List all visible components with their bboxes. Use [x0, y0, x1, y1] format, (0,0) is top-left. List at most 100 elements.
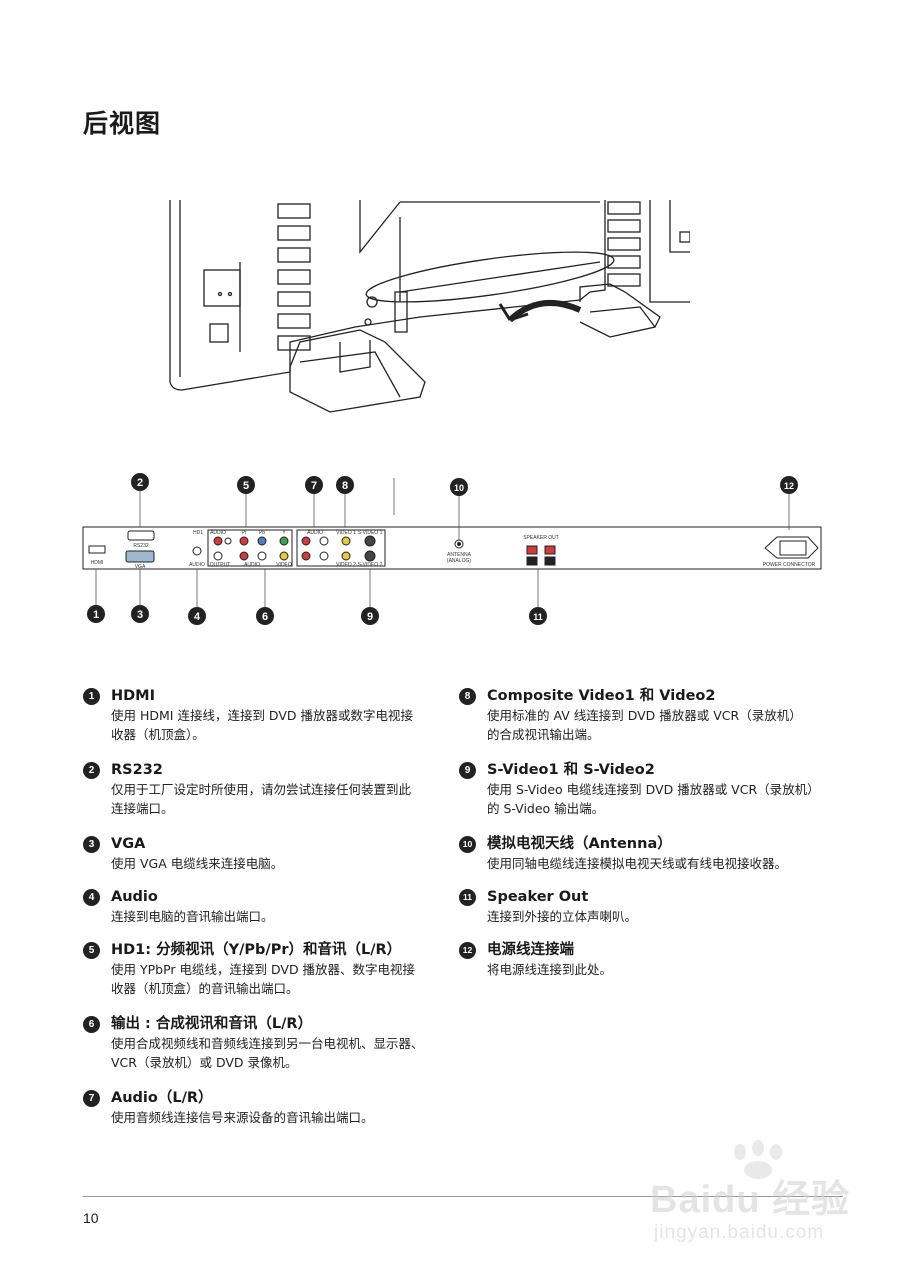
entry-title: 模拟电视天线（Antenna）: [487, 836, 672, 852]
pr-label: Pr: [242, 530, 247, 536]
entry-description-line: 使用同轴电缆线连接模拟电视天线或有线电视接收器。: [487, 856, 788, 871]
page-title: 后视图: [83, 109, 162, 138]
entry-description-line: 使用 VGA 电缆线来连接电脑。: [111, 856, 284, 871]
vga-label: VGA: [135, 564, 146, 570]
callout-7-label: 7: [311, 480, 317, 492]
speaker-out-label: SPEAKER OUT: [523, 535, 559, 541]
entry-description-line: 收器（机顶盒）的音讯输出端口。: [111, 981, 299, 996]
entry-description-line: 使用音频线连接信号来源设备的音讯输出端口。: [111, 1110, 374, 1125]
callout-2-label: 2: [137, 477, 143, 489]
callout-2: [131, 473, 149, 491]
entry-description-line: 使用标准的 AV 线连接到 DVD 播放器或 VCR（录放机）: [487, 708, 802, 723]
entry-title: S-Video1 和 S-Video2: [487, 762, 655, 778]
callout-12-label: 12: [784, 481, 794, 491]
paw-icon: [734, 1140, 782, 1179]
entry-number-badge: 12: [459, 942, 476, 959]
entry-1: 1 HDMI 使用 HDMI 连接线，连接到 DVD 播放器或数字电视接收器（机顶盒…: [83, 686, 433, 744]
entry-3: 3 VGA 使用 VGA 电缆线来连接电脑。: [83, 834, 433, 873]
entry-number-badge: 5: [83, 942, 100, 959]
entry-description-line: 的 S-Video 输出端。: [487, 801, 605, 816]
entry-number-badge: 2: [83, 762, 100, 779]
callout-5-label: 5: [243, 480, 249, 492]
entry-title: HD1: 分频视讯（Y/Pb/Pr）和音讯（L/R）: [111, 942, 402, 958]
entry-number-badge: 6: [83, 1016, 100, 1033]
callout-8: [336, 476, 354, 494]
entry-description-line: VCR（录放机）或 DVD 录像机。: [111, 1055, 298, 1070]
entry-description-line: 使用合成视频线和音频线连接到另一台电视机、显示器、: [111, 1036, 424, 1051]
callout-8-label: 8: [342, 480, 348, 492]
entry-8: 8 Composite Video1 和 Video2 使用标准的 AV 线连接到 …: [459, 686, 839, 744]
entry-title: 输出 : 合成视讯和音讯（L/R）: [111, 1016, 313, 1032]
callout-6: [256, 607, 274, 625]
rs232-label: RS232: [133, 543, 149, 549]
entry-title: Composite Video1 和 Video2: [487, 688, 716, 704]
callout-5: [237, 476, 255, 494]
callout-7: [305, 476, 323, 494]
entry-title: 电源线连接端: [487, 942, 574, 958]
entry-number-badge: 11: [459, 889, 476, 906]
entry-description-line: 使用 HDMI 连接线，连接到 DVD 播放器或数字电视接: [111, 708, 413, 723]
watermark-brand: Baidu 经验: [650, 1179, 851, 1221]
descriptions-right: 8 Composite Video1 和 Video2 使用标准的 AV 线连接到 …: [459, 686, 839, 993]
entry-description-line: 连接到电脑的音讯输出端口。: [111, 909, 274, 924]
entry-number-badge: 8: [459, 688, 476, 705]
callout-9: [361, 607, 379, 625]
footer-divider: [83, 1196, 843, 1197]
entry-12: 12 电源线连接端将电源线连接到此处。: [459, 940, 839, 979]
entry-11: 11 Speaker Out 连接到外接的立体声喇叭。: [459, 887, 839, 926]
entry-description-line: 将电源线连接到此处。: [487, 962, 613, 977]
callout-4-label: 4: [194, 611, 201, 623]
output-label: OUTPUT: [210, 562, 231, 568]
callout-11: [529, 607, 547, 625]
callout-6-label: 6: [262, 611, 268, 623]
entry-title: VGA: [111, 836, 146, 852]
hd1-label: HD1: [193, 530, 203, 536]
audio-pc-label: AUDIO: [189, 562, 205, 568]
audio-lr-label: AUDIO: [307, 530, 323, 536]
watermark: Baidu 经验 jingyan.baidu.com: [640, 1140, 870, 1270]
entry-description-line: 仅用于工厂设定时所使用，请勿尝试连接任何装置到此: [111, 782, 412, 797]
svideo2-label: S-VIDEO 2: [358, 562, 383, 568]
antenna-sub-label: (ANALOG): [447, 558, 472, 564]
entry-title: Speaker Out: [487, 889, 589, 905]
callout-1: [87, 605, 105, 623]
entry-description-line: 连接到外接的立体声喇叭。: [487, 909, 638, 924]
entry-7: 7 Audio（L/R） 使用音频线连接信号来源设备的音讯输出端口。: [83, 1088, 433, 1127]
callout-3: [131, 605, 149, 623]
antenna-label: ANTENNA: [447, 552, 472, 558]
entry-description-line: 收器（机顶盒）。: [111, 727, 205, 742]
entry-title: RS232: [111, 762, 163, 778]
watermark-url: jingyan.baidu.com: [654, 1222, 825, 1243]
entry-number-badge: 10: [459, 836, 476, 853]
entry-5: 5 HD1: 分频视讯（Y/Pb/Pr）和音讯（L/R） 使用 YPbPr 电缆线，…: [83, 940, 433, 998]
entry-number-badge: 3: [83, 836, 100, 853]
video1-label: VIDEO 1: [336, 530, 356, 536]
callout-1-label: 1: [93, 609, 99, 621]
pb-label: Pb: [259, 530, 265, 536]
entry-description-line: 使用 YPbPr 电缆线，连接到 DVD 播放器、数字电视接: [111, 962, 416, 977]
callout-12: [780, 476, 798, 494]
entry-title: Audio（L/R）: [111, 1090, 213, 1106]
entry-description-line: 连接端口。: [111, 801, 174, 816]
callout-11-label: 11: [533, 612, 543, 622]
entry-2: 2 RS232 仅用于工厂设定时所使用，请勿尝试连接任何装置到此连接端口。: [83, 760, 433, 818]
entry-number-badge: 7: [83, 1090, 100, 1107]
callout-10: [450, 478, 468, 496]
descriptions-left: 1 HDMI 使用 HDMI 连接线，连接到 DVD 播放器或数字电视接收器（机顶盒…: [83, 686, 433, 1141]
callout-9-label: 9: [367, 611, 373, 623]
entry-number-badge: 1: [83, 688, 100, 705]
power-connector-label: POWER CONNECTOR: [763, 562, 816, 568]
entry-title: HDMI: [111, 688, 155, 704]
video2-label: VIDEO 2: [336, 562, 356, 568]
callout-3-label: 3: [137, 609, 143, 621]
connector-panel: HDMI RS232 VGA AUDIO HD1 AUDIO Pr Pb Y O…: [82, 473, 822, 625]
tv-rear-illustration: [169, 200, 690, 413]
hd1-audio-label: AUDIO: [210, 530, 226, 536]
entry-title: Audio: [111, 889, 158, 905]
callout-10-label: 10: [454, 483, 464, 493]
page-number: 10: [83, 1210, 99, 1226]
entry-description-line: 的合成视讯输出端。: [487, 727, 600, 742]
entry-description-line: 使用 S-Video 电缆线连接到 DVD 播放器或 VCR（录放机）: [487, 782, 820, 797]
